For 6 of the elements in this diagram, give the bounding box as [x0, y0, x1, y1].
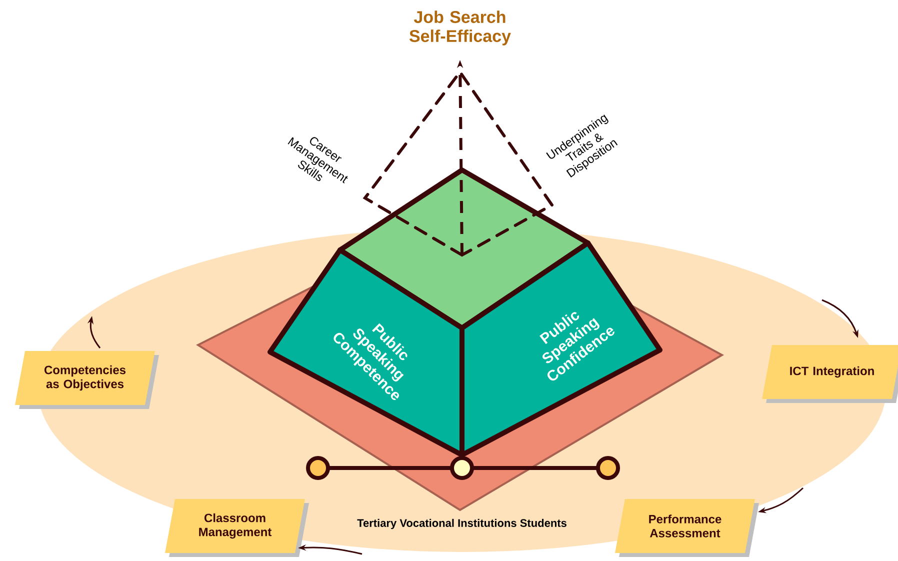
parallelogram-box: ICT Integration [762, 345, 898, 403]
parallelogram-box: Competencies as Objectives [15, 351, 159, 409]
parallelogram-box: Classroom Management [165, 499, 309, 557]
title-text: Job Search Self-Efficacy [409, 10, 511, 46]
caption-text: Tertiary Vocational Institutions Students [357, 518, 566, 530]
parallelogram-box: Performance Assessment [615, 499, 759, 557]
